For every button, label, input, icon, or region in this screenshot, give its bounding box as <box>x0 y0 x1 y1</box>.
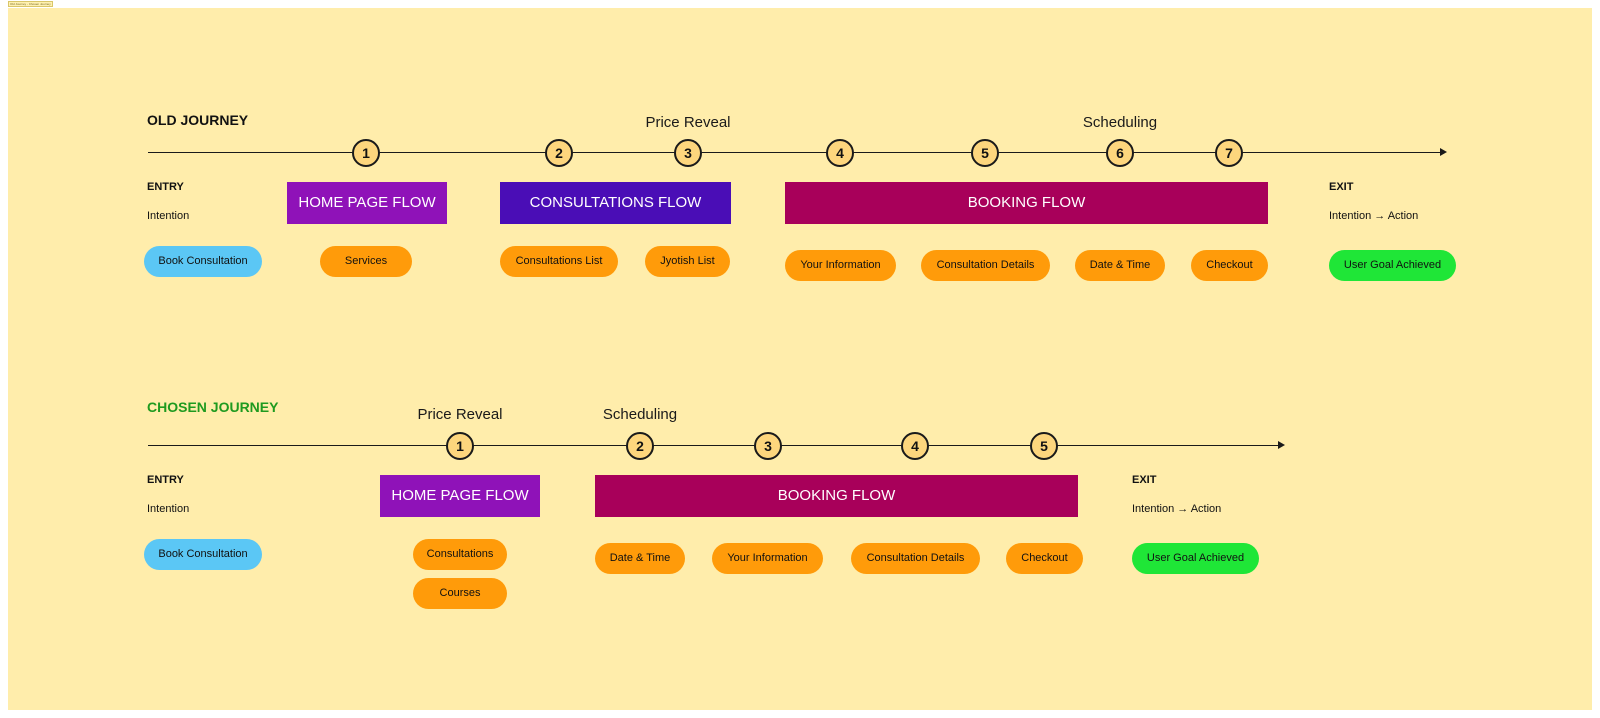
chosen-home-page-flow[interactable]: HOME PAGE FLOW <box>380 475 540 517</box>
chosen-milestone-scheduling: Scheduling <box>602 406 678 423</box>
chosen-your-information-pill[interactable]: Your Information <box>712 543 823 574</box>
old-booking-flow[interactable]: BOOKING FLOW <box>785 182 1268 224</box>
old-journey-axis-arrow-icon <box>1440 148 1447 156</box>
old-checkout-pill[interactable]: Checkout <box>1191 250 1268 281</box>
old-services-pill[interactable]: Services <box>320 246 412 277</box>
chosen-courses-pill[interactable]: Courses <box>413 578 507 609</box>
chosen-journey-axis <box>148 445 1278 446</box>
old-journey-axis <box>148 152 1440 153</box>
chosen-step-1: 1 <box>446 432 474 460</box>
chosen-entry-heading: ENTRY <box>147 474 184 486</box>
old-milestone-price-reveal: Price Reveal <box>645 114 731 131</box>
old-exit-heading: EXIT <box>1329 181 1354 193</box>
chosen-book-consultation-pill[interactable]: Book Consultation <box>144 539 262 570</box>
old-book-consultation-pill[interactable]: Book Consultation <box>144 246 262 277</box>
old-journey-title: OLD JOURNEY <box>147 112 249 128</box>
old-consultation-details-pill[interactable]: Consultation Details <box>921 250 1050 281</box>
chosen-exit-heading: EXIT <box>1132 474 1157 486</box>
journey-board: OLD JOURNEY Price Reveal Scheduling 1 2 … <box>8 8 1592 710</box>
old-consultations-flow[interactable]: CONSULTATIONS FLOW <box>500 182 731 224</box>
chosen-date-time-pill[interactable]: Date & Time <box>595 543 685 574</box>
old-home-page-flow[interactable]: HOME PAGE FLOW <box>287 182 447 224</box>
frame-label[interactable]: Old Journey - Chosen Journey <box>8 1 53 7</box>
old-step-1: 1 <box>352 139 380 167</box>
chosen-entry-intention: Intention <box>147 503 190 515</box>
chosen-step-4: 4 <box>901 432 929 460</box>
chosen-step-5: 5 <box>1030 432 1058 460</box>
chosen-user-goal-achieved-pill[interactable]: User Goal Achieved <box>1132 543 1259 574</box>
old-step-2: 2 <box>545 139 573 167</box>
old-step-4: 4 <box>826 139 854 167</box>
old-step-7: 7 <box>1215 139 1243 167</box>
old-step-5: 5 <box>971 139 999 167</box>
old-entry-intention: Intention <box>147 210 190 222</box>
chosen-journey-axis-arrow-icon <box>1278 441 1285 449</box>
chosen-exit-action: Intention → Action <box>1132 503 1222 515</box>
chosen-consultations-pill[interactable]: Consultations <box>413 539 507 570</box>
chosen-journey-title: CHOSEN JOURNEY <box>147 399 279 415</box>
chosen-consultation-details-pill[interactable]: Consultation Details <box>851 543 980 574</box>
old-milestone-scheduling: Scheduling <box>1082 114 1158 131</box>
old-user-goal-achieved-pill[interactable]: User Goal Achieved <box>1329 250 1456 281</box>
chosen-step-2: 2 <box>626 432 654 460</box>
old-consultations-list-pill[interactable]: Consultations List <box>500 246 618 277</box>
old-exit-action: Intention → Action <box>1329 210 1419 222</box>
chosen-step-3: 3 <box>754 432 782 460</box>
chosen-milestone-price-reveal: Price Reveal <box>417 406 503 423</box>
old-date-time-pill[interactable]: Date & Time <box>1075 250 1165 281</box>
old-your-information-pill[interactable]: Your Information <box>785 250 896 281</box>
old-jyotish-list-pill[interactable]: Jyotish List <box>645 246 730 277</box>
old-step-3: 3 <box>674 139 702 167</box>
old-step-6: 6 <box>1106 139 1134 167</box>
old-entry-heading: ENTRY <box>147 181 184 193</box>
chosen-checkout-pill[interactable]: Checkout <box>1006 543 1083 574</box>
chosen-booking-flow[interactable]: BOOKING FLOW <box>595 475 1078 517</box>
